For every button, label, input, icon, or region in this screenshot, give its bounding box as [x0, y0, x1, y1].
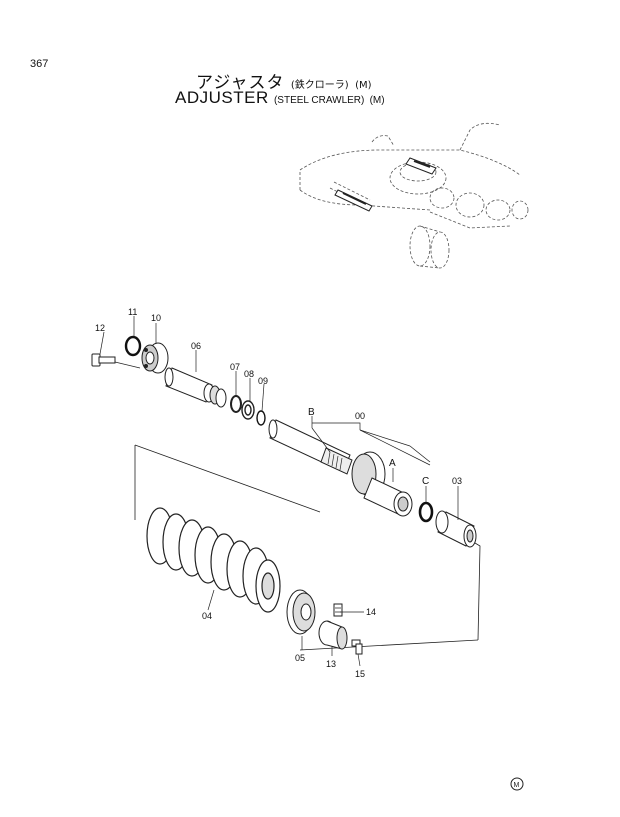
part-05-spring-seat: [286, 589, 316, 635]
label-10: 10: [151, 313, 161, 323]
title-jp-sub: (鉄クローラ): [290, 80, 349, 91]
part-09-backup-ring: [256, 410, 266, 426]
label-00: 00: [355, 411, 365, 421]
part-08-seal: [241, 400, 255, 420]
location-sketch: [299, 122, 529, 269]
part-07-ring: [230, 395, 242, 413]
group-outline: [134, 444, 481, 651]
label-08: 08: [244, 369, 254, 379]
footer-mark-letter: M: [514, 782, 520, 789]
label-13: 13: [326, 659, 336, 669]
label-14: 14: [366, 607, 376, 617]
title-japanese: アジャスタ (鉄クローラ) (M): [196, 68, 372, 93]
footer-mark: M: [510, 777, 524, 791]
title-en-suffix: (M): [369, 95, 385, 106]
label-04: 04: [202, 611, 212, 621]
label-15: 15: [355, 669, 365, 679]
title-en-sub: (STEEL CRAWLER): [273, 95, 365, 106]
part-15-bolt: [351, 639, 363, 655]
label-b: B: [308, 407, 315, 418]
part-03-bushing: [435, 510, 477, 548]
label-07: 07: [230, 362, 240, 372]
part-13-nut: [318, 620, 348, 650]
label-09: 09: [258, 376, 268, 386]
label-05: 05: [295, 653, 305, 663]
part-c-o-ring: [418, 501, 434, 523]
title-english: ADJUSTER (STEEL CRAWLER) (M): [175, 88, 385, 108]
part-14-grease-fitting: [333, 603, 343, 617]
part-11-o-ring: [124, 335, 142, 357]
label-12: 12: [95, 323, 105, 333]
title-jp-main: アジャスタ: [196, 73, 285, 93]
label-03: 03: [452, 476, 462, 486]
title-en-main: ADJUSTER: [175, 88, 269, 107]
label-06: 06: [191, 341, 201, 351]
label-a: A: [389, 458, 396, 469]
part-06-piston: [164, 367, 227, 408]
title-jp-suffix: (M): [355, 80, 372, 91]
label-c: C: [422, 476, 429, 487]
page-number: 367: [30, 58, 49, 70]
part-12-bolt: [91, 353, 141, 369]
part-04-spring: [146, 507, 281, 613]
location-highlight: [334, 157, 437, 212]
part-00-cylinder: [268, 419, 413, 517]
leader-lines: [99, 316, 459, 667]
label-11: 11: [128, 307, 137, 317]
part-10-flange: [141, 342, 169, 374]
